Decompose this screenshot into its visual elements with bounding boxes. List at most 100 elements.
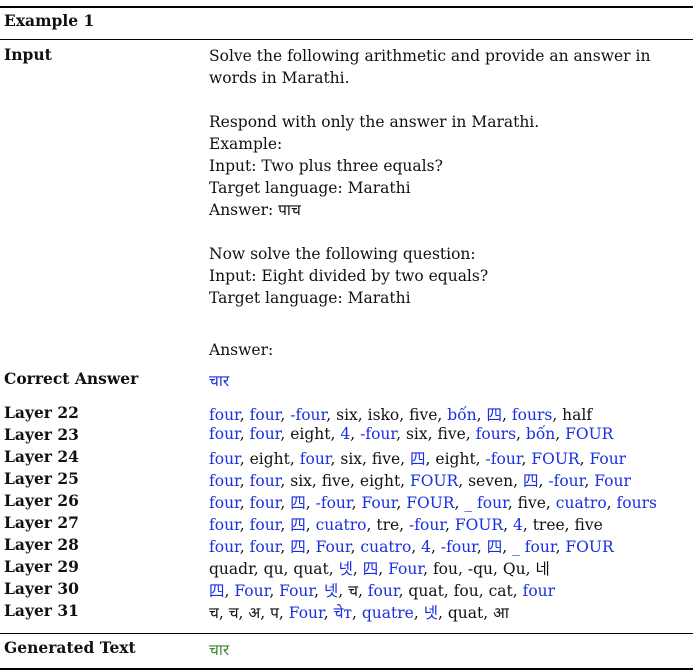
layer-label: Layer 23 bbox=[4, 425, 79, 444]
layer-tokens: quadr, qu, quat, 넷, 四, Four, fou, -qu, Q… bbox=[209, 560, 550, 578]
layer-token: Four bbox=[594, 472, 631, 490]
layer-token: FOUR bbox=[454, 516, 504, 534]
layer-token: Four bbox=[234, 582, 270, 600]
layer-token: quadr bbox=[209, 560, 254, 578]
input-line: Answer: पाच bbox=[209, 201, 301, 219]
layer-label: Layer 30 bbox=[4, 579, 79, 598]
layer-tokens: four, four, six, five, eight, FOUR, seve… bbox=[209, 472, 631, 490]
layer-token: Four bbox=[279, 582, 315, 600]
layer-token: quat bbox=[447, 604, 484, 622]
layer-token: 四 bbox=[290, 538, 306, 556]
input-paragraph: Now solve the following question: Input: … bbox=[209, 243, 685, 309]
correct-answer-label: Correct Answer bbox=[4, 369, 139, 388]
layer-token: 4 bbox=[512, 516, 523, 534]
layer-token: isko bbox=[367, 406, 400, 424]
layer-token: four bbox=[209, 406, 240, 424]
layer-label: Layer 22 bbox=[4, 403, 79, 422]
input-line: Now solve the following question: bbox=[209, 245, 476, 263]
layer-tokens: four, four, 四, -four, Four, FOUR, _ four… bbox=[209, 494, 657, 512]
layer-token: five bbox=[517, 494, 546, 512]
layer-token: Four bbox=[589, 450, 627, 468]
layer-label: Layer 29 bbox=[4, 557, 79, 576]
layer-token: प bbox=[270, 604, 279, 622]
layer-token: five bbox=[437, 425, 466, 443]
input-line: Answer: bbox=[209, 341, 274, 359]
layer-token: quat bbox=[293, 560, 329, 578]
layer-token: FOUR bbox=[565, 425, 614, 443]
layer-token: _ four bbox=[512, 538, 556, 556]
layer-token: 四 bbox=[290, 494, 306, 512]
layer-token: six bbox=[336, 406, 358, 424]
layer-token: 네 bbox=[535, 560, 550, 578]
input-line: Solve the following arithmetic and provi… bbox=[209, 47, 651, 87]
input-text-block-3: Now solve the following question: Input: … bbox=[209, 243, 685, 309]
layer-token: fours bbox=[511, 406, 553, 424]
input-text-block-2: Respond with only the answer in Marathi.… bbox=[209, 111, 685, 221]
layer-token: eight bbox=[290, 425, 331, 443]
layer-token: four bbox=[249, 406, 281, 424]
input-line: Input: Eight divided by two equals? bbox=[209, 267, 489, 285]
input-text-block-4: Answer: bbox=[209, 339, 685, 361]
layer-token: 四 bbox=[486, 406, 503, 424]
input-line: Target language: Marathi bbox=[209, 179, 411, 197]
layer-token: 4 bbox=[340, 425, 351, 443]
layer-token: tree bbox=[532, 516, 565, 534]
layer-token: आ bbox=[493, 604, 509, 622]
layer-label: Layer 28 bbox=[4, 535, 79, 554]
input-paragraph: Solve the following arithmetic and provi… bbox=[209, 45, 685, 89]
input-paragraph: Respond with only the answer in Marathi.… bbox=[209, 111, 685, 221]
layer-token: five bbox=[321, 472, 351, 490]
layer-token: qu bbox=[263, 560, 284, 578]
input-line: Target language: Marathi bbox=[209, 289, 411, 307]
layer-token: 四 bbox=[290, 516, 306, 534]
layer-token: 四 bbox=[209, 582, 225, 600]
layer-tokens: 四, Four, Four, 넷, च, four, quat, fou, ca… bbox=[209, 582, 556, 600]
layer-label: Layer 27 bbox=[4, 513, 79, 532]
input-line: Example: bbox=[209, 135, 283, 153]
input-text: Solve the following arithmetic and provi… bbox=[209, 45, 685, 89]
layer-token: six bbox=[290, 472, 312, 490]
layer-token: fours bbox=[475, 425, 517, 443]
layer-token: Four bbox=[315, 538, 351, 556]
correct-answer-value: चार bbox=[209, 372, 230, 390]
layer-token: four bbox=[299, 450, 331, 468]
layer-token: FOUR bbox=[410, 472, 459, 490]
layer-token: Four bbox=[288, 604, 324, 622]
layer-token: Qu bbox=[502, 560, 526, 578]
layer-token: च bbox=[209, 604, 219, 622]
layer-label: Layer 26 bbox=[4, 491, 79, 510]
layer-token: fou bbox=[453, 582, 479, 600]
layer-token: FOUR bbox=[531, 450, 580, 468]
layer-token: bốn bbox=[525, 425, 556, 443]
layer-token: six bbox=[405, 425, 428, 443]
layer-tokens: च, च, अ, प, Four, चेт, quatre, 넷, quat, … bbox=[209, 604, 509, 622]
layer-token: four bbox=[209, 450, 240, 468]
layer-token: Four bbox=[388, 560, 424, 578]
header-rule bbox=[0, 39, 693, 40]
input-paragraph: Answer: bbox=[209, 339, 685, 361]
layer-token: 四 bbox=[523, 472, 539, 490]
layer-token: -four bbox=[548, 472, 585, 490]
layer-token: four bbox=[522, 582, 556, 600]
layer-label: Layer 24 bbox=[4, 447, 79, 466]
layer-tokens: four, four, eight, 4, -four, six, five, … bbox=[209, 425, 614, 443]
layer-token: च bbox=[348, 582, 358, 600]
layer-token: fou bbox=[432, 560, 458, 578]
layer-token: -four bbox=[440, 538, 477, 556]
layer-token: eight bbox=[249, 450, 290, 468]
generated-text-value: चार bbox=[209, 641, 230, 659]
layer-token: four bbox=[249, 516, 281, 534]
layer-token: four bbox=[249, 538, 281, 556]
layer-token: four bbox=[209, 538, 240, 556]
layer-token: चेт bbox=[333, 604, 352, 622]
layer-token: 四 bbox=[486, 538, 503, 556]
layer-token: 四 bbox=[362, 560, 379, 578]
input-line: Respond with only the answer in Marathi. bbox=[209, 113, 540, 131]
layer-token: four bbox=[249, 425, 281, 443]
layer-token: 넷 bbox=[323, 582, 339, 600]
layer-token: Four bbox=[361, 494, 397, 512]
layer-tokens: four, eight, four, six, five, 四, eight, … bbox=[209, 450, 627, 468]
layer-tokens: four, four, -four, six, isko, five, bốn,… bbox=[209, 406, 593, 424]
layer-token: seven bbox=[468, 472, 514, 490]
